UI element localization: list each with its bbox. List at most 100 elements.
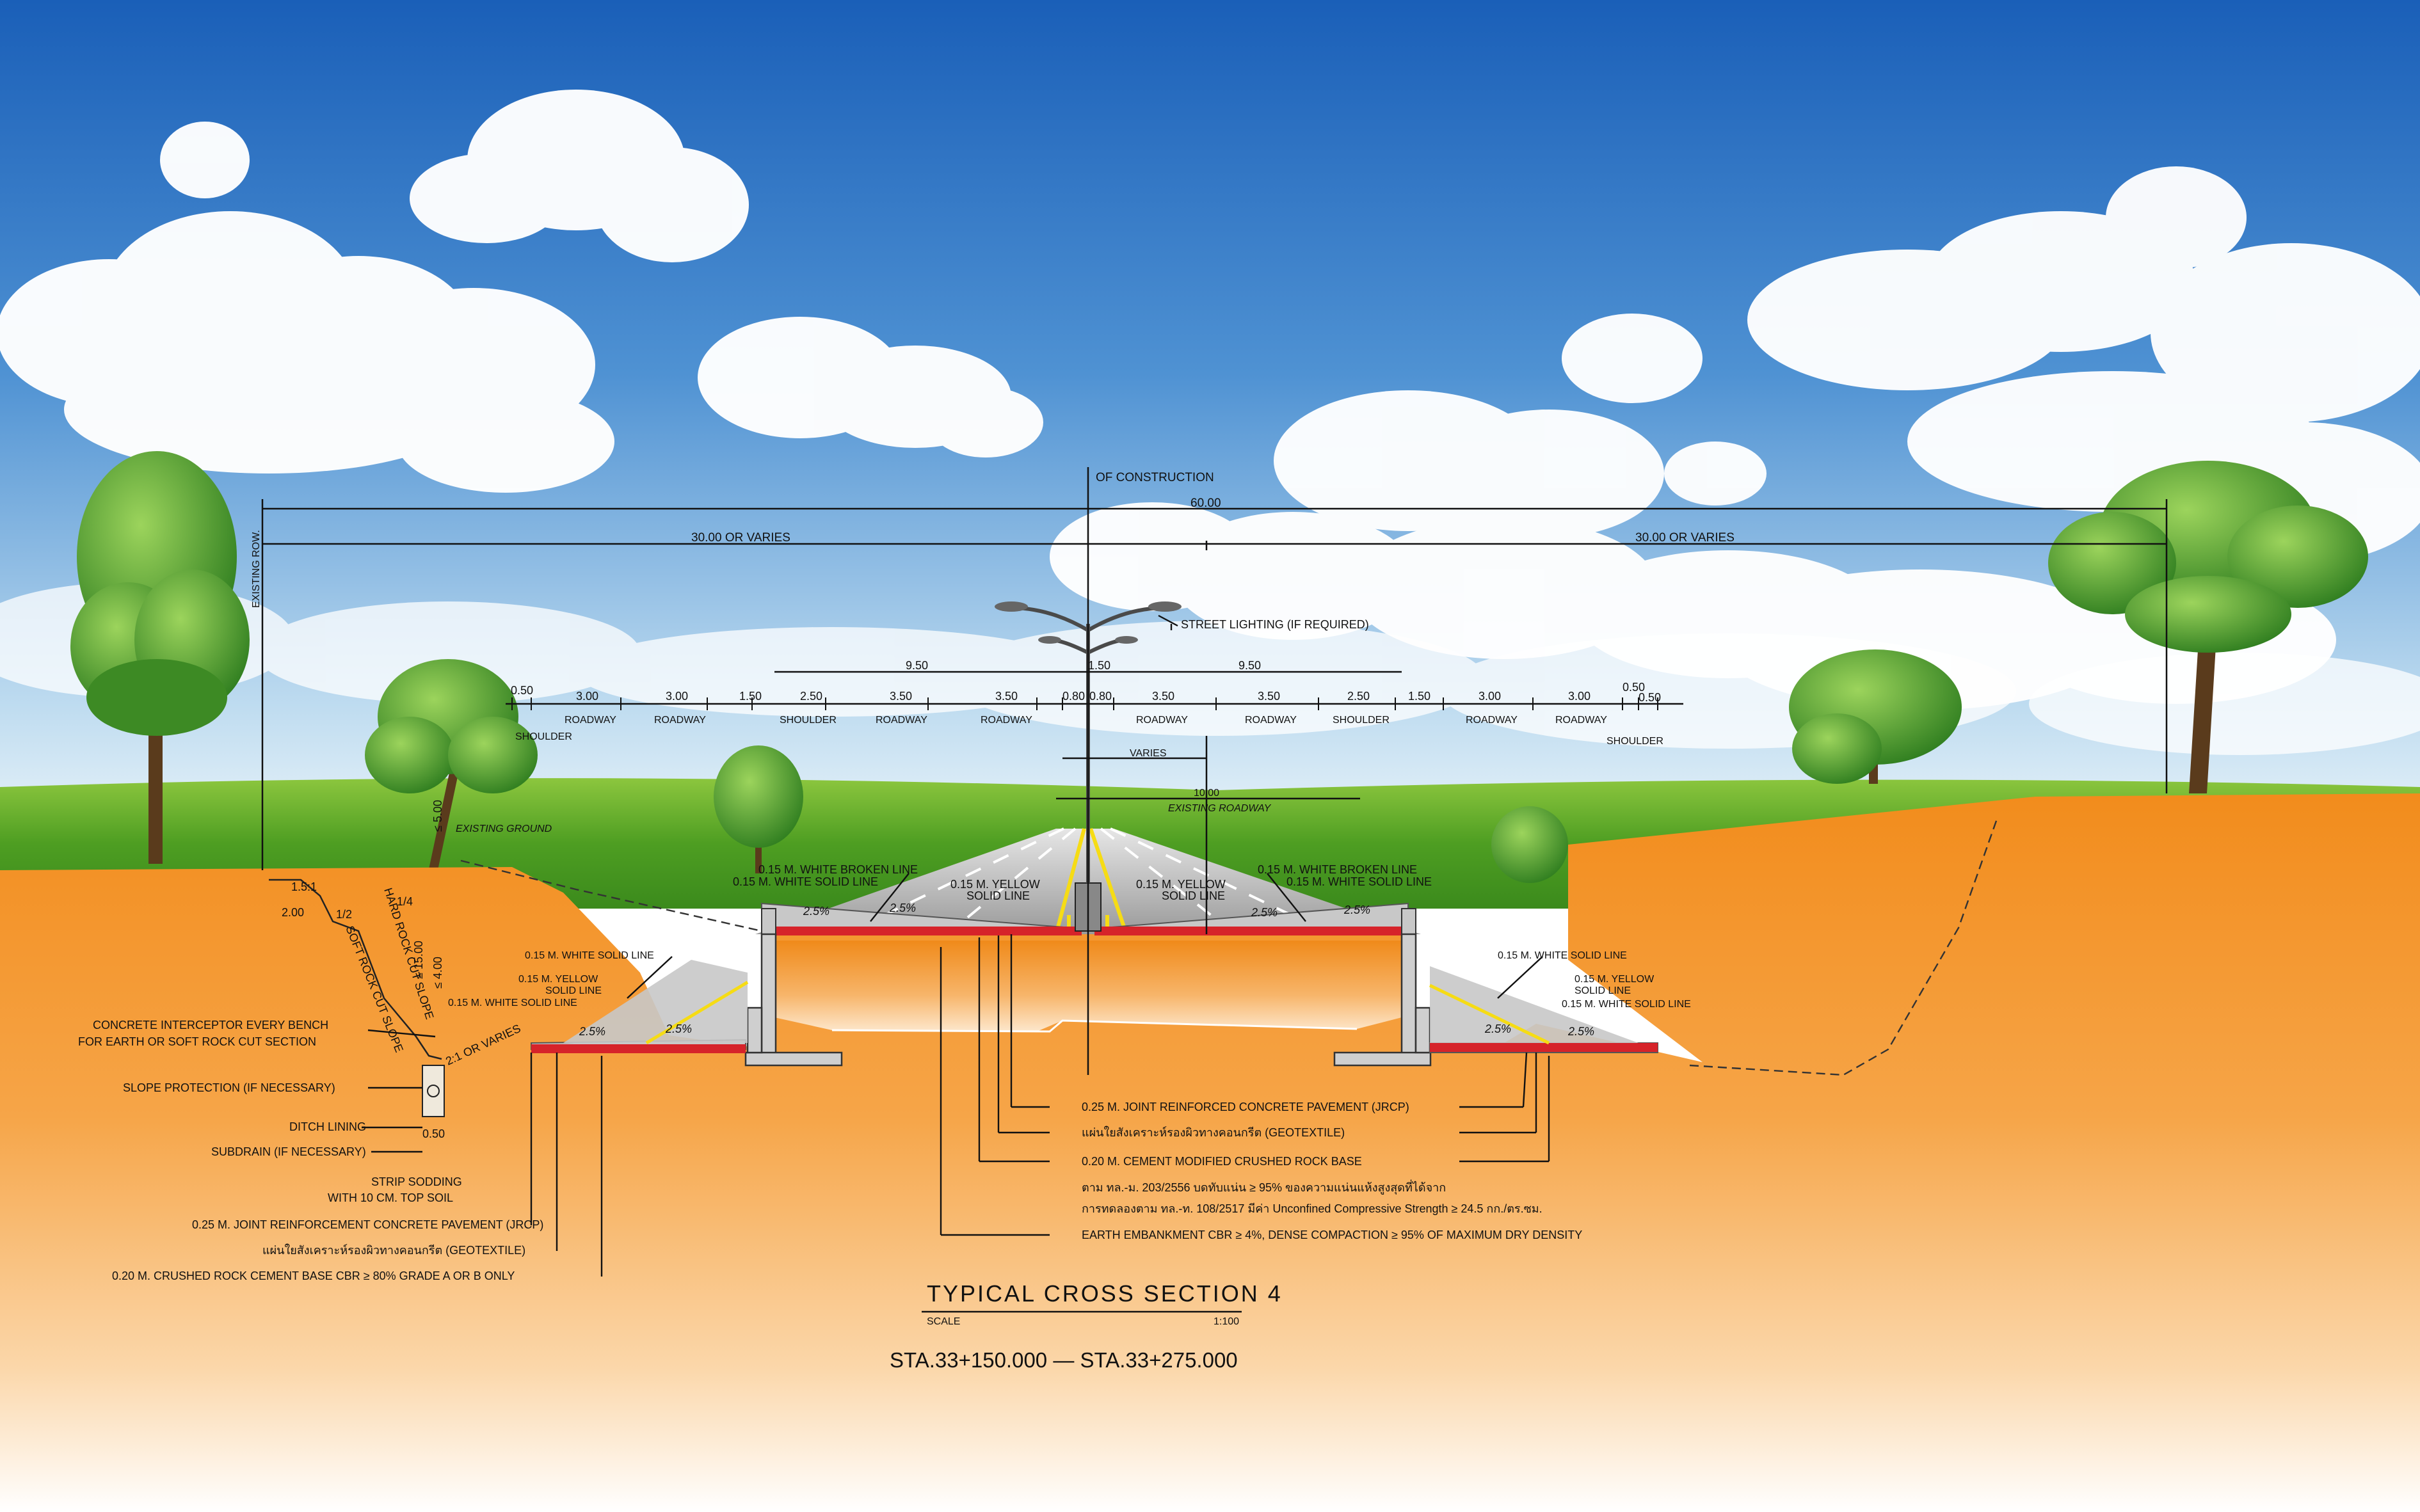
earth-section bbox=[0, 793, 2420, 1512]
lane-label: ROADWAY bbox=[1245, 715, 1297, 726]
slope-value: 2.5% bbox=[579, 1025, 605, 1038]
callout: 0.20 M. CEMENT MODIFIED CRUSHED ROCK BAS… bbox=[1082, 1155, 1362, 1168]
callout: แผ่นใยสังเคราะห์รองผิวทางคอนกรีต (GEOTEX… bbox=[262, 1243, 525, 1257]
lane-value: 3.00 bbox=[666, 690, 688, 703]
callout: SUBDRAIN (IF NECESSARY) bbox=[211, 1145, 366, 1158]
subdrain bbox=[422, 1065, 445, 1117]
callout: EARTH EMBANKMENT CBR ≥ 4%, DENSE COMPACT… bbox=[1082, 1229, 1582, 1241]
upper-callouts: STREET LIGHTING (IF REQUIRED) 0.15 M. WH… bbox=[733, 618, 1432, 902]
slope-value: 2.5% bbox=[889, 902, 916, 914]
center-callouts: 0.25 M. JOINT REINFORCED CONCRETE PAVEME… bbox=[1082, 1101, 1582, 1241]
callout: 0.15 M. WHITE BROKEN LINE bbox=[1258, 863, 1417, 876]
callout: แผ่นใยสังเคราะห์รองผิวทางคอนกรีต (GEOTEX… bbox=[1082, 1126, 1345, 1139]
tree-center-left bbox=[714, 745, 803, 873]
callout: STRIP SODDING bbox=[371, 1175, 462, 1188]
cut-label: 0.50 bbox=[422, 1127, 445, 1140]
callout: CONCRETE INTERCEPTOR EVERY BENCH bbox=[93, 1019, 328, 1031]
lane-value: 3.50 bbox=[1152, 690, 1174, 703]
lane-label: ROADWAY bbox=[565, 715, 616, 726]
lane-value: 3.50 bbox=[1258, 690, 1280, 703]
slope-value: 2.5% bbox=[1484, 1023, 1511, 1035]
callout: 0.15 M. WHITE SOLID LINE bbox=[1498, 950, 1627, 961]
retaining-wall-left bbox=[744, 933, 843, 1067]
centerline-label: OF CONSTRUCTION bbox=[1096, 471, 1214, 484]
cut-label: 1/2 bbox=[336, 908, 352, 921]
dimension-text: OF CONSTRUCTION 60.00 30.00 OR VARIES 30… bbox=[251, 471, 1735, 834]
scale-label: SCALE bbox=[927, 1316, 960, 1327]
lane-label: ROADWAY bbox=[1466, 715, 1518, 726]
existing-row-label: EXISTING ROW. bbox=[251, 530, 262, 608]
tree-center-right bbox=[1491, 806, 1568, 883]
lane-value: 3.50 bbox=[995, 690, 1018, 703]
slope-value: 2.5% bbox=[803, 905, 829, 918]
callout: 0.15 M. WHITE SOLID LINE bbox=[1286, 875, 1432, 888]
total-row-dim: 60.00 bbox=[1190, 497, 1221, 510]
lane-value: 0.50 bbox=[511, 684, 533, 697]
lane-value: 3.00 bbox=[1478, 690, 1501, 703]
lane-label: ROADWAY bbox=[1555, 715, 1607, 726]
lane-value: 0.50 bbox=[1623, 681, 1645, 694]
lane-value: 0.80 bbox=[1062, 690, 1085, 703]
lane-label: ROADWAY bbox=[654, 715, 706, 726]
lane-values: 0.50 3.00 3.00 1.50 2.50 3.50 3.50 0.80 … bbox=[511, 681, 1661, 704]
right-half-dim: 30.00 OR VARIES bbox=[1635, 531, 1735, 545]
varies-label: VARIES bbox=[1130, 748, 1167, 759]
lane-label: ROADWAY bbox=[1136, 715, 1188, 726]
callout: ตาม ทล.-ม. 203/2556 บดทับแน่น ≥ 95% ของค… bbox=[1082, 1179, 1446, 1195]
callout: SLOPE PROTECTION (IF NECESSARY) bbox=[123, 1081, 335, 1094]
slope-value: 2.5% bbox=[1343, 903, 1370, 916]
existing-roadway-width: 10.00 bbox=[1194, 788, 1219, 799]
cross-slopes: 2.5% 2.5% 2.5% 2.5% 2.5% 2.5% 2.5% 2.5% bbox=[579, 902, 1594, 1038]
cut-label: 1/4 bbox=[397, 895, 413, 908]
callout: FOR EARTH OR SOFT ROCK CUT SECTION bbox=[78, 1035, 316, 1048]
tree-left-slope bbox=[365, 659, 538, 882]
lane-label: ROADWAY bbox=[876, 715, 927, 726]
lane-value: 1.50 bbox=[739, 690, 762, 703]
callout: 0.20 M. CRUSHED ROCK CEMENT BASE CBR ≥ 8… bbox=[112, 1269, 515, 1282]
callout: 0.15 M. WHITE SOLID LINE bbox=[525, 950, 654, 961]
lane-labels: ROADWAY ROADWAY SHOULDER ROADWAY ROADWAY… bbox=[515, 715, 1663, 747]
lane-value: 0.80 bbox=[1089, 690, 1112, 703]
cut-label: ≤ 4.00 bbox=[431, 957, 444, 989]
scale-value: 1:100 bbox=[1214, 1316, 1239, 1327]
slope-value: 2.5% bbox=[1251, 906, 1278, 919]
existing-ground-label: EXISTING GROUND bbox=[456, 824, 552, 834]
callout: 0.25 M. JOINT REINFORCEMENT CONCRETE PAV… bbox=[192, 1218, 543, 1231]
lane-value: 3.00 bbox=[1568, 690, 1591, 703]
lane-value: 2.50 bbox=[1347, 690, 1370, 703]
callout: 0.25 M. JOINT REINFORCED CONCRETE PAVEME… bbox=[1082, 1101, 1409, 1113]
callout: DITCH LINING bbox=[289, 1120, 366, 1133]
median-dim: 1.50 bbox=[1088, 659, 1110, 672]
callout: 0.15 M. WHITE SOLID LINE bbox=[733, 875, 878, 888]
left-carriage-dim: 9.50 bbox=[906, 659, 928, 672]
lane-label: SHOULDER bbox=[780, 715, 837, 726]
clouds bbox=[0, 90, 2420, 755]
retaining-wall-right bbox=[1333, 933, 1432, 1067]
shoulder-right-label: SHOULDER bbox=[1607, 736, 1663, 747]
cut-label: ≤ 15.00 bbox=[412, 941, 425, 979]
right-carriage-dim: 9.50 bbox=[1238, 659, 1261, 672]
tree-right-mid bbox=[1789, 649, 1962, 784]
base-layer-left bbox=[768, 927, 1082, 935]
callout: 0.15 M. WHITE SOLID LINE bbox=[1562, 999, 1691, 1010]
slope-value: 2.5% bbox=[665, 1023, 692, 1035]
left-callouts: CONCRETE INTERCEPTOR EVERY BENCH FOR EAR… bbox=[78, 1019, 543, 1282]
lane-value: 3.50 bbox=[890, 690, 912, 703]
dimension-lines bbox=[261, 499, 2168, 934]
tree-left-large bbox=[70, 451, 250, 864]
callout: การทดลองตาม ทล.-ท. 108/2517 มีค่า Unconf… bbox=[1082, 1202, 1543, 1215]
left-half-dim: 30.00 OR VARIES bbox=[691, 531, 790, 545]
lane-value: 3.00 bbox=[576, 690, 598, 703]
cut-label: 1.5:1 bbox=[291, 880, 317, 893]
existing-roadway-label: EXISTING ROADWAY bbox=[1168, 803, 1272, 814]
street-lighting-callout: STREET LIGHTING (IF REQUIRED) bbox=[1181, 618, 1369, 631]
section-title: TYPICAL CROSS SECTION 4 bbox=[927, 1280, 1283, 1307]
lane-value: 2.50 bbox=[800, 690, 822, 703]
callout: 0.15 M. WHITE SOLID LINE bbox=[448, 998, 577, 1008]
